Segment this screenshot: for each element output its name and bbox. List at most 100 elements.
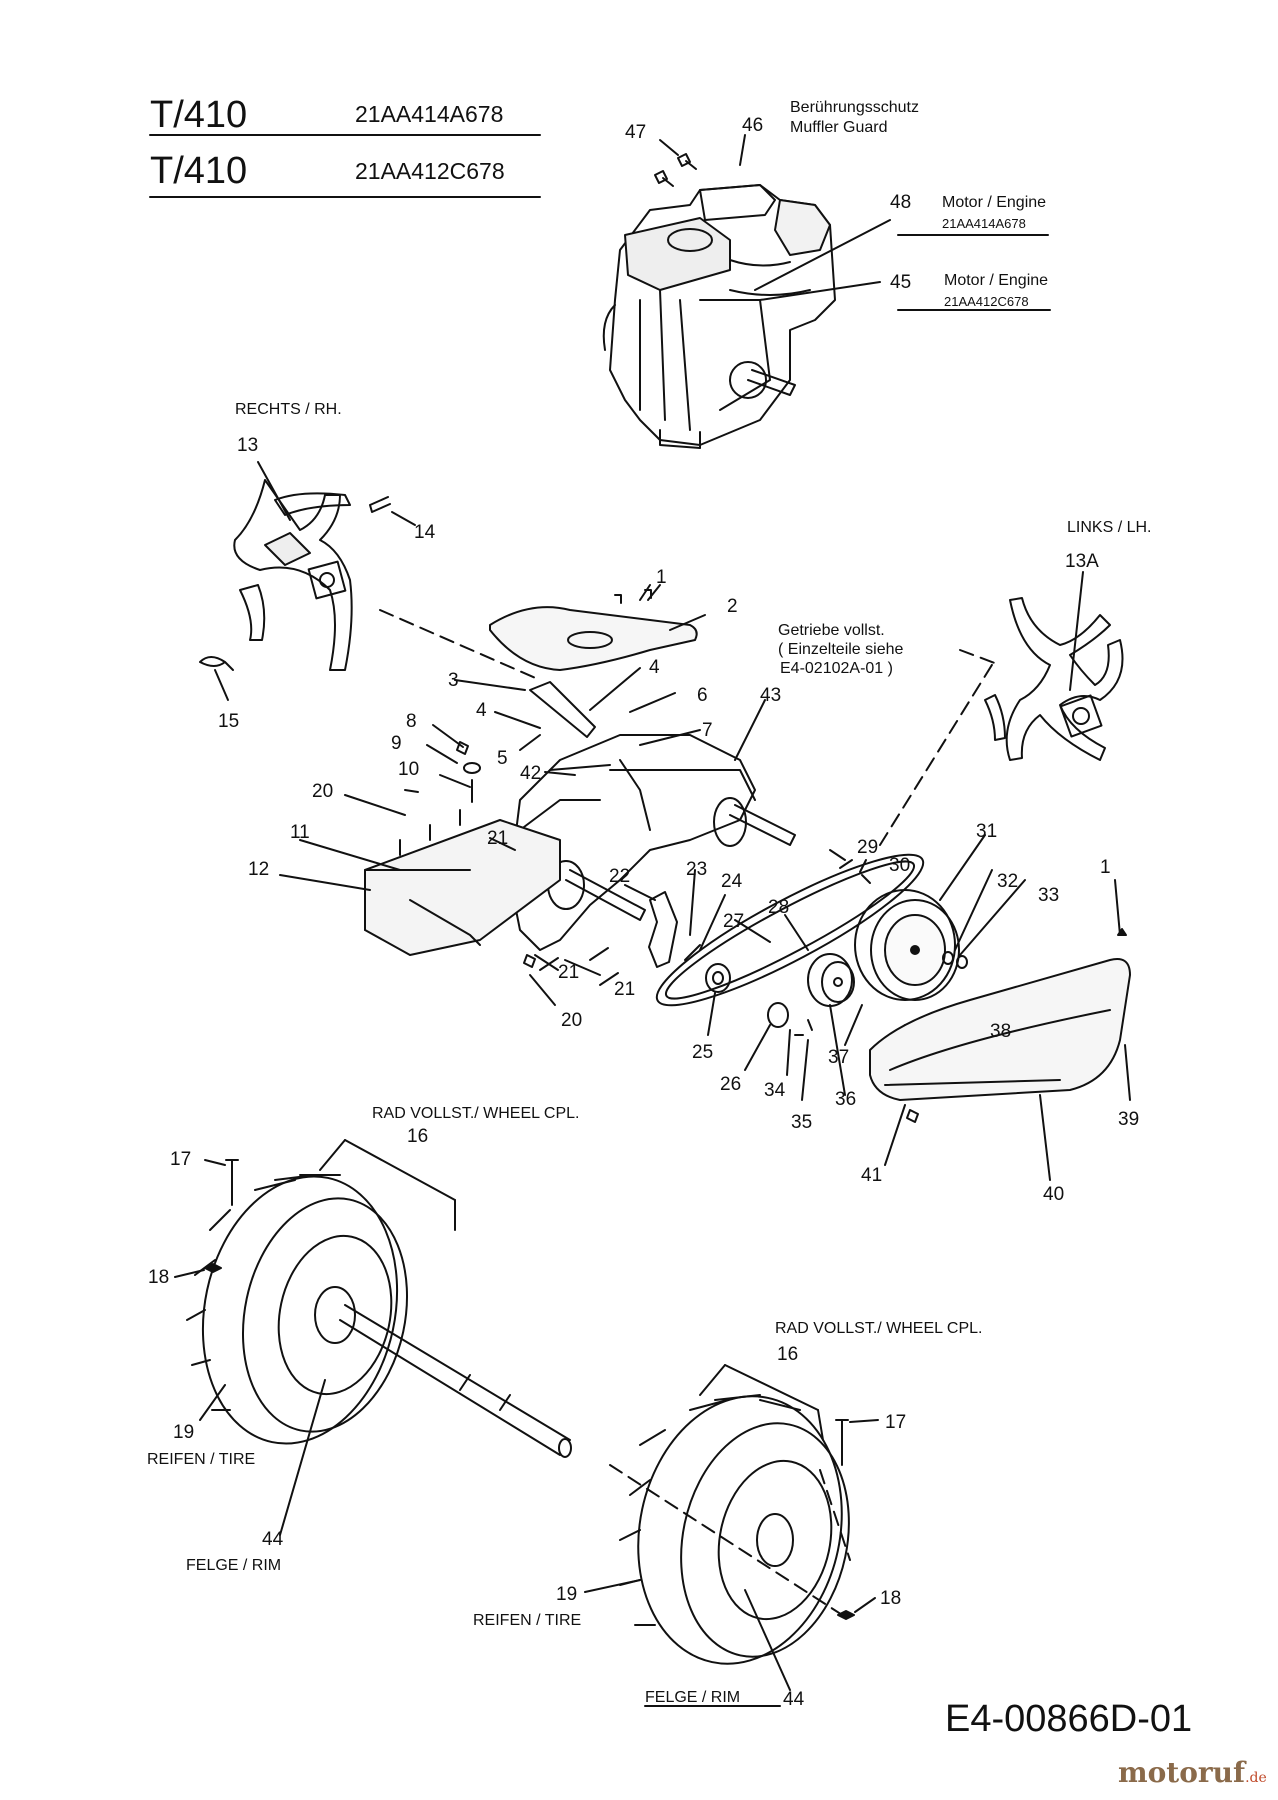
part-17-right: 17 <box>885 1412 907 1433</box>
part-18: 18 <box>148 1267 170 1288</box>
part-36: 36 <box>835 1089 857 1110</box>
part-42: 42 <box>520 763 542 784</box>
engine-illustration <box>602 184 836 449</box>
part-20-lower: 20 <box>561 1010 583 1031</box>
part-22: 22 <box>609 866 631 887</box>
part-37: 37 <box>828 1047 850 1068</box>
wheel-2 <box>619 1394 850 1665</box>
gearbox-note-1: Getriebe vollst. <box>778 622 885 639</box>
part-29: 29 <box>857 837 879 858</box>
muffler-guard-label-en: Muffler Guard <box>790 119 888 136</box>
bolt-8 <box>432 724 469 755</box>
part-16: 16 <box>407 1126 429 1147</box>
watermark-tld: .de <box>1245 1770 1267 1786</box>
part-46: 46 <box>742 115 764 136</box>
part-38: 38 <box>990 1021 1012 1042</box>
engine-b-label: Motor / Engine <box>944 272 1049 289</box>
watermark-logo: motoruf.de <box>1118 1756 1267 1789</box>
tire-label-1: REIFEN / TIRE <box>147 1451 256 1468</box>
part-2: 2 <box>727 596 738 617</box>
left-hand-label: LINKS / LH. <box>1067 519 1152 536</box>
part-17: 17 <box>170 1149 192 1170</box>
part-45: 45 <box>890 272 912 293</box>
muffler-guard-label-de: Berührungsschutz <box>790 99 919 116</box>
part-21-top: 21 <box>487 828 509 849</box>
nut-18b <box>837 1610 855 1620</box>
part-44: 44 <box>262 1529 284 1550</box>
right-tine-13 <box>233 479 353 671</box>
part-28: 28 <box>768 897 790 918</box>
wheel-1 <box>186 1174 572 1458</box>
part-41: 41 <box>861 1165 883 1186</box>
part-44-right: 44 <box>783 1689 805 1710</box>
depth-bar-12 <box>364 809 561 956</box>
part-10: 10 <box>398 759 420 780</box>
part-25: 25 <box>692 1042 714 1063</box>
part-7: 7 <box>702 720 713 741</box>
part-6: 6 <box>697 685 708 706</box>
part-9: 9 <box>391 733 402 754</box>
part-1-right: 1 <box>1100 857 1111 878</box>
engine-a-code: 21AA414A678 <box>942 216 1026 231</box>
engine-a-label: Motor / Engine <box>942 194 1047 211</box>
part-19-right: 19 <box>556 1584 578 1605</box>
bolt-17a <box>225 1159 239 1206</box>
clip-15 <box>199 656 234 671</box>
part-35: 35 <box>791 1112 813 1133</box>
part-13: 13 <box>237 435 259 456</box>
part-24: 24 <box>721 871 743 892</box>
part-48: 48 <box>890 192 912 213</box>
tire-label-2: REIFEN / TIRE <box>473 1612 582 1629</box>
part-32: 32 <box>997 871 1019 892</box>
part-4-lower: 4 <box>476 700 487 721</box>
part-15: 15 <box>218 711 240 732</box>
part-5: 5 <box>497 748 508 769</box>
v-belt-27 <box>655 853 925 1007</box>
part-47: 47 <box>625 122 647 143</box>
part-21-mid: 21 <box>558 962 580 983</box>
gearbox-note-2: ( Einzelteile siehe <box>778 641 904 658</box>
part-1: 1 <box>656 567 667 588</box>
drawing-reference: E4-00866D-01 <box>945 1698 1193 1740</box>
model-name-2: T/410 <box>150 150 248 192</box>
model-name-1: T/410 <box>150 94 248 136</box>
bolt-17b <box>835 1419 849 1466</box>
nut-18a <box>204 1263 222 1273</box>
part-19: 19 <box>173 1422 195 1443</box>
top-cover-2 <box>489 606 698 671</box>
part-30: 30 <box>889 855 911 876</box>
part-33: 33 <box>1038 885 1060 906</box>
washer-9 <box>426 744 458 764</box>
part-3: 3 <box>448 670 459 691</box>
bolts-47 <box>654 153 697 187</box>
part-16-right: 16 <box>777 1344 799 1365</box>
part-21-right: 21 <box>614 979 636 1000</box>
part-14: 14 <box>414 522 436 543</box>
engine-b-code: 21AA412C678 <box>944 294 1029 309</box>
rim-label-1: FELGE / RIM <box>186 1557 282 1574</box>
idler-25 <box>705 963 731 993</box>
part-34: 34 <box>764 1080 786 1101</box>
model-code-2: 21AA412C678 <box>355 158 505 184</box>
part-26: 26 <box>720 1074 742 1095</box>
small-pulley-36 <box>807 953 855 1007</box>
part-11: 11 <box>290 822 310 843</box>
part-13a: 13A <box>1065 551 1099 572</box>
part-12: 12 <box>248 859 270 880</box>
rim-label-2: FELGE / RIM <box>645 1689 741 1706</box>
gearbox-note-3: E4-02102A-01 ) <box>780 660 893 677</box>
tensioner-arm-22 <box>648 891 678 968</box>
part-31: 31 <box>976 821 998 842</box>
model-code-1: 21AA414A678 <box>355 101 504 127</box>
part-39: 39 <box>1118 1109 1140 1130</box>
pin-14 <box>369 496 391 513</box>
bracket-3 <box>529 681 596 738</box>
left-tine-13a <box>984 597 1124 761</box>
wheel-cpl-label-2: RAD VOLLST./ WHEEL CPL. <box>775 1320 983 1337</box>
part-8: 8 <box>406 711 417 732</box>
part-43: 43 <box>760 685 782 706</box>
part-27: 27 <box>723 911 745 932</box>
watermark-text: motoruf <box>1118 1756 1246 1789</box>
part-23: 23 <box>686 859 708 880</box>
